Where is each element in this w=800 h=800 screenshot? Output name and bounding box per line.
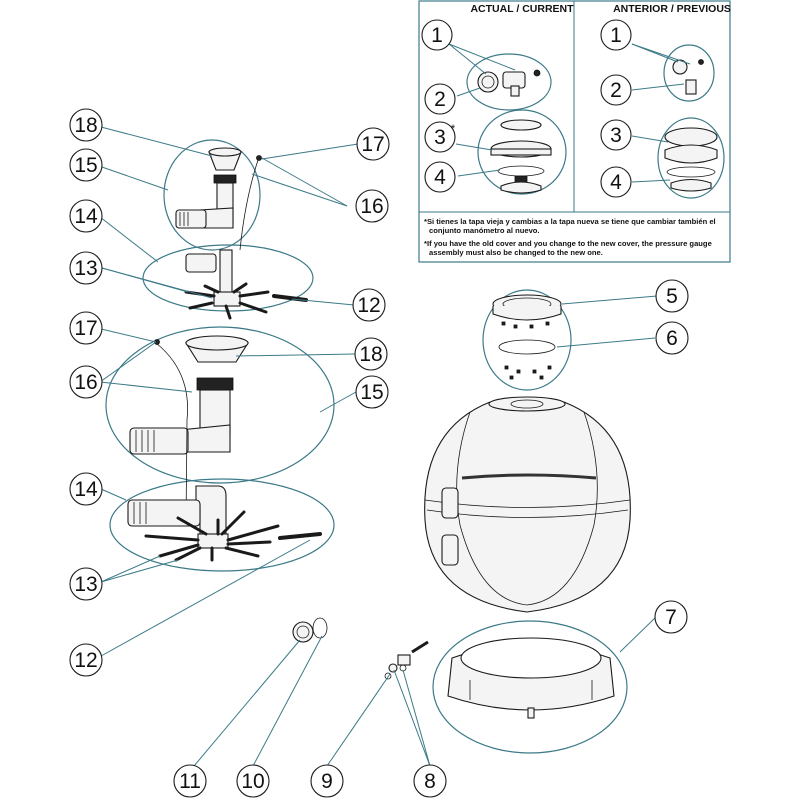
callout-13-bottom: 13: [69, 567, 103, 601]
callout-9: 9: [310, 764, 344, 798]
note-en-line-1: *If you have the old cover and you chang…: [424, 239, 712, 248]
svg-text:13: 13: [74, 573, 97, 596]
previous-gauge-group-ellipse: [663, 44, 715, 102]
svg-text:15: 15: [360, 381, 383, 404]
callout-current-2: 2: [424, 83, 456, 115]
drain-plug-parts: [292, 617, 328, 643]
svg-text:14: 14: [74, 205, 98, 228]
svg-text:13: 13: [74, 257, 97, 280]
svg-text:2: 2: [434, 88, 446, 111]
svg-text:16: 16: [74, 371, 97, 394]
svg-text:9: 9: [321, 770, 333, 793]
leader-lines: [96, 126, 658, 767]
previous-header: ANTERIOR / PREVIOUS: [613, 3, 731, 15]
callout-11: 11: [173, 764, 207, 798]
callout-15-bottom: 15: [355, 375, 389, 409]
callout-current-3: 3*: [424, 121, 456, 153]
callout-13-top: 13: [69, 251, 103, 285]
svg-text:16: 16: [360, 195, 383, 218]
tank-base: [432, 620, 628, 754]
callout-current-4: 4: [424, 161, 456, 193]
svg-text:12: 12: [357, 294, 380, 317]
callout-18-bottom: 18: [354, 337, 388, 371]
cover-and-oring-group: [482, 289, 572, 391]
callout-previous-3: 3: [600, 119, 632, 151]
callout-18-top: 18: [69, 108, 103, 142]
svg-text:4: 4: [610, 171, 622, 194]
gauge-fitting-parts: [384, 640, 429, 680]
svg-text:4: 4: [434, 166, 446, 189]
svg-text:18: 18: [359, 343, 382, 366]
lower-lateral-assembly: [105, 326, 335, 572]
callout-15-top: 15: [69, 148, 103, 182]
callout-12-bottom: 12: [69, 643, 103, 677]
svg-text:5: 5: [666, 285, 678, 308]
callout-14-top: 14: [69, 199, 103, 233]
note-en-line-2: assembly must also be changed to the new…: [429, 248, 603, 257]
callout-previous-1: 1: [600, 19, 632, 51]
note-es-line-1: *Si tienes la tapa vieja y cambias a la …: [424, 217, 716, 226]
svg-text:14: 14: [74, 478, 98, 501]
svg-text:1: 1: [610, 24, 622, 47]
previous-cover-assembly: [664, 127, 718, 192]
upper-lateral-assembly: [142, 139, 314, 320]
previous-gauge-assembly: [672, 59, 704, 95]
svg-text:10: 10: [241, 770, 264, 793]
svg-text:1: 1: [431, 24, 443, 47]
callout-10: 10: [236, 764, 270, 798]
svg-text:*: *: [451, 123, 456, 135]
callout-previous-4: 4: [600, 166, 632, 198]
filter-tank: [424, 396, 631, 613]
callout-17-top: 17: [356, 127, 390, 161]
callout-current-1: 1: [421, 19, 453, 51]
current-header: ACTUAL / CURRENT: [470, 3, 574, 15]
cover-comparison-panel: ACTUAL / CURRENT ANTERIOR / PREVIOUS: [418, 0, 731, 263]
callout-16-bottom: 16: [69, 365, 103, 399]
previous-cover-group-ellipse: [657, 117, 725, 199]
callout-14-bottom: 14: [69, 472, 103, 506]
current-gauge-assembly: [477, 69, 541, 97]
svg-text:17: 17: [74, 317, 97, 340]
svg-text:15: 15: [74, 154, 97, 177]
callout-6: 6: [655, 321, 689, 355]
current-cover-group-ellipse: [477, 109, 567, 195]
current-gauge-group-ellipse: [466, 53, 552, 111]
note-es-line-2: conjunto manómetro al nuevo.: [429, 226, 540, 235]
current-cover-assembly: [490, 119, 552, 194]
callout-previous-2: 2: [600, 74, 632, 106]
svg-text:6: 6: [666, 327, 678, 350]
svg-text:7: 7: [665, 606, 677, 629]
svg-text:18: 18: [74, 114, 97, 137]
svg-text:11: 11: [179, 770, 201, 793]
callout-8: 8: [413, 764, 447, 798]
callout-5: 5: [655, 279, 689, 313]
callout-16-top: 16: [355, 189, 389, 223]
svg-text:2: 2: [610, 79, 622, 102]
svg-text:3: 3: [610, 124, 622, 147]
svg-text:3: 3: [434, 126, 446, 149]
svg-text:17: 17: [361, 133, 384, 156]
svg-text:12: 12: [74, 649, 97, 672]
callout-17-bottom: 17: [69, 311, 103, 345]
svg-text:8: 8: [424, 770, 436, 793]
callout-12-top: 12: [352, 288, 386, 322]
callout-7: 7: [654, 600, 688, 634]
